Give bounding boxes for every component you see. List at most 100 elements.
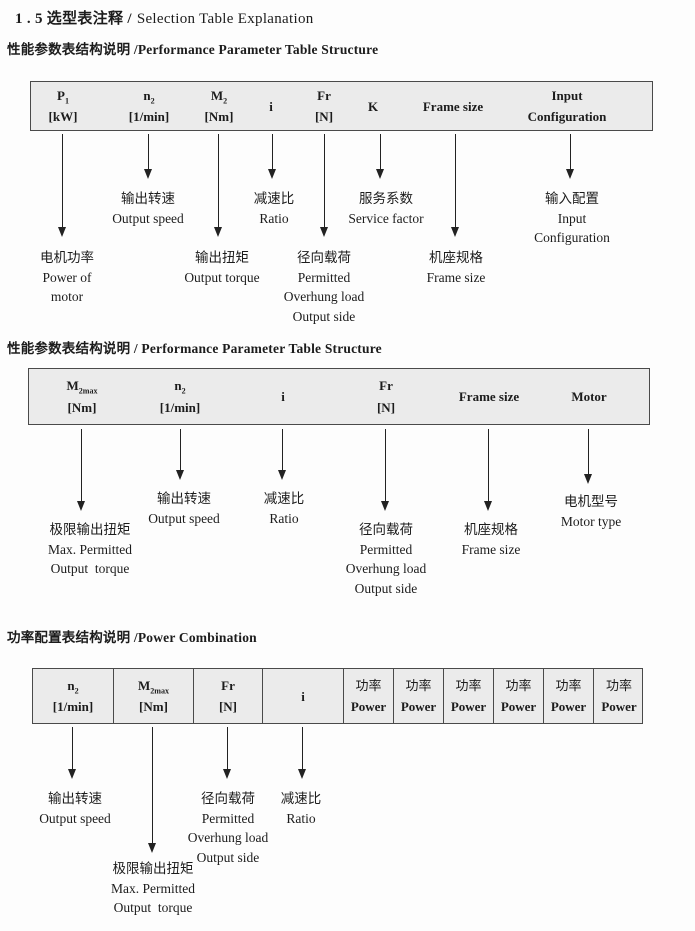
header-text: Power xyxy=(500,699,537,714)
header-text: K xyxy=(367,98,379,114)
header-text: Motor xyxy=(571,389,607,404)
flow-arrow-line xyxy=(61,134,63,228)
table-column-header: i xyxy=(281,369,285,424)
header-text: Power xyxy=(550,699,587,714)
table-column-header: Frame size xyxy=(423,82,483,130)
table-column-header: Motor xyxy=(571,369,606,424)
header-text: M2max xyxy=(137,678,170,696)
header-text: Power xyxy=(450,699,487,714)
callout-label: 减速比 Ratio xyxy=(253,191,295,226)
header-text: 功率 xyxy=(505,678,532,693)
arrow-head-icon xyxy=(297,769,306,779)
header-text: [Nm] xyxy=(204,109,234,124)
header-text: Fr xyxy=(221,678,235,693)
flow-arrow-line xyxy=(271,134,273,170)
header-text: Input xyxy=(551,88,583,103)
callout-label: 径向载荷 Permitted Overhung load Output side xyxy=(345,522,427,596)
header-text: 功率 xyxy=(405,678,432,693)
table-column-header: n2 [1/min] xyxy=(160,369,200,424)
flow-arrow-line xyxy=(226,727,228,770)
arrow-head-icon xyxy=(57,227,66,237)
table-column-header: n2[1/min] xyxy=(129,82,169,130)
flow-arrow-line xyxy=(281,429,283,471)
flow-arrow-line xyxy=(301,727,303,770)
header-text: 功率 xyxy=(455,678,482,693)
header-text: Fr xyxy=(379,378,393,393)
arrow-head-icon xyxy=(380,501,389,511)
header-text: Power xyxy=(601,699,637,714)
header-text: i xyxy=(269,98,273,114)
header-text: [1/min] xyxy=(52,699,94,714)
table-column-header: K xyxy=(368,82,378,130)
table-column-header: P1[kW] xyxy=(49,82,78,130)
header-text: [N] xyxy=(314,109,334,124)
table-column-header: 功率 Power xyxy=(594,669,644,723)
callout-label: 减速比 Ratio xyxy=(263,491,305,526)
header-text: [N] xyxy=(376,400,396,415)
table-column-header: Frame size xyxy=(459,369,519,424)
table-column-header: i xyxy=(263,669,344,723)
header-text: n2 xyxy=(174,378,186,396)
callout-label: 机座规格 Frame size xyxy=(461,522,521,557)
flow-arrow-line xyxy=(147,134,149,170)
header-text: i xyxy=(281,389,285,404)
callout-label: 输入配置 Input Configuration xyxy=(534,191,610,245)
header-text: M2 xyxy=(210,88,228,106)
arrow-head-icon xyxy=(583,474,592,484)
table-column-header: M2max[Nm] xyxy=(114,669,194,723)
arrow-head-icon xyxy=(277,470,286,480)
flow-arrow-line xyxy=(379,134,381,170)
flow-arrow-line xyxy=(323,134,325,228)
param-table-3: n2[1/min]M2max[Nm]Fr[N]i 功率 Power 功率 Power 功率… xyxy=(32,668,643,724)
table-column-header: Fr[N] xyxy=(194,669,263,723)
flow-arrow-line xyxy=(454,134,456,228)
table-column-header: 功率 Power xyxy=(394,669,444,723)
callout-label: 输出扭矩 Output torque xyxy=(184,250,260,285)
callout-label: 服务系数 Service factor xyxy=(348,191,424,226)
flow-arrow-line xyxy=(217,134,219,228)
flow-arrow-line xyxy=(80,429,82,502)
header-text: [1/min] xyxy=(159,400,201,415)
callout-label: 电机型号 Motor type xyxy=(560,494,622,529)
header-text: [1/min] xyxy=(128,109,170,124)
callout-label: 输出转速 Output speed xyxy=(148,491,220,526)
page-title: 1 . 5 选型表注释 /Selection Table Explanation xyxy=(15,7,314,28)
table-column-header: 功率 Power xyxy=(444,669,494,723)
callout-label: 输出转速 Output speed xyxy=(39,791,111,826)
table-column-header: Fr [N] xyxy=(377,369,395,424)
arrow-head-icon xyxy=(76,501,85,511)
arrow-head-icon xyxy=(67,769,76,779)
arrow-head-icon xyxy=(213,227,222,237)
arrow-head-icon xyxy=(175,470,184,480)
table-column-header: Fr [N] xyxy=(315,82,333,130)
flow-arrow-line xyxy=(384,429,386,502)
flow-arrow-line xyxy=(71,727,73,770)
callout-label: 输出转速 Output speed xyxy=(112,191,184,226)
flow-arrow-line xyxy=(487,429,489,502)
header-text: Frame size xyxy=(422,98,484,114)
header-text: Frame size xyxy=(458,389,520,404)
arrow-head-icon xyxy=(565,169,574,179)
table-column-header: M2 [Nm] xyxy=(205,82,234,130)
header-text: 功率 xyxy=(605,678,632,693)
header-text: Power xyxy=(350,699,387,714)
section-heading-2: 性能参数表结构说明 / Performance Parameter Table … xyxy=(7,341,382,356)
page-title-zh: 1 . 5 选型表注释 / xyxy=(15,11,132,27)
table-column-header: n2[1/min] xyxy=(33,669,114,723)
callout-label: 机座规格 Frame size xyxy=(426,250,486,285)
section-heading-3: 功率配置表结构说明 /Power Combination xyxy=(7,630,257,645)
flow-arrow-line xyxy=(179,429,181,471)
flow-arrow-line xyxy=(151,727,153,844)
header-text: [kW] xyxy=(48,109,78,124)
flow-arrow-line xyxy=(587,429,589,475)
page-title-en: Selection Table Explanation xyxy=(136,11,314,27)
header-text: Fr xyxy=(317,88,331,103)
header-text: Power xyxy=(400,699,437,714)
arrow-head-icon xyxy=(483,501,492,511)
arrow-head-icon xyxy=(375,169,384,179)
